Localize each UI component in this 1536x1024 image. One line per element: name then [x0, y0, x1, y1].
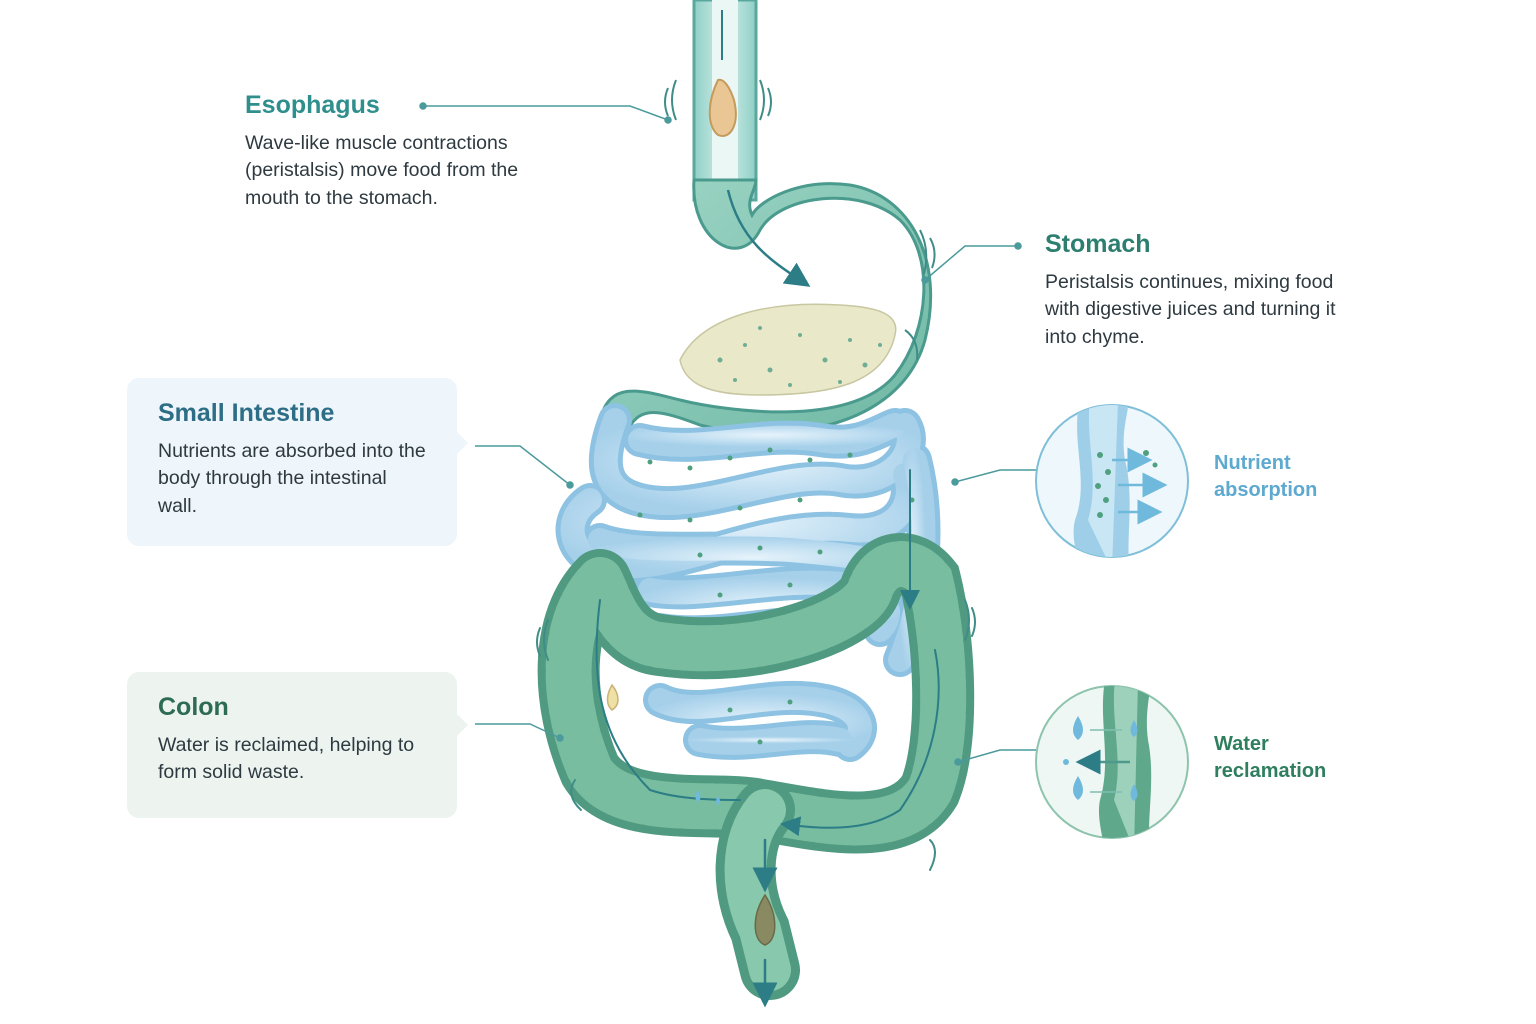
colon-description: Water is reclaimed, helping to form soli…: [158, 733, 415, 784]
stomach-title: Stomach: [1045, 230, 1151, 258]
colon: [536, 469, 976, 1008]
esophagus: [664, 0, 772, 202]
stomach-description: Peristalsis continues, mixing food with …: [1045, 270, 1336, 348]
contraction-marks: [664, 79, 772, 121]
small-intestine-description: Nutrients are absorbed into the body thr…: [158, 439, 426, 517]
chyme-dots: [717, 326, 882, 387]
water-drops: [695, 790, 720, 805]
waste: [754, 893, 776, 946]
nutrient-absorption-inset: [1035, 404, 1189, 558]
nutrient-absorption-label: Nutrient absorption: [1214, 452, 1318, 501]
colon-callout-pointer: [457, 714, 468, 736]
stomach: [598, 178, 936, 435]
esophagus-label: Esophagus Wave-like muscle contractions …: [245, 91, 565, 212]
water-reclamation-label: Water reclamation: [1214, 733, 1327, 782]
esophagus-title: Esophagus: [245, 91, 380, 119]
esophagus-description: Wave-like muscle contractions (peristals…: [245, 131, 519, 209]
small-intestine-callout-pointer: [457, 432, 468, 454]
stomach-label: Stomach Peristalsis continues, mixing fo…: [1045, 230, 1345, 351]
small-intestine-callout: Small Intestine Nutrients are absorbed i…: [127, 378, 457, 546]
leader-lines: [419, 102, 1036, 766]
small-intestine-title: Small Intestine: [158, 399, 335, 427]
colon-title: Colon: [158, 693, 229, 721]
water-reclamation-inset: [1035, 685, 1189, 839]
food-bolus: [708, 78, 737, 137]
colon-callout: Colon Water is reclaimed, helping to for…: [127, 672, 457, 818]
